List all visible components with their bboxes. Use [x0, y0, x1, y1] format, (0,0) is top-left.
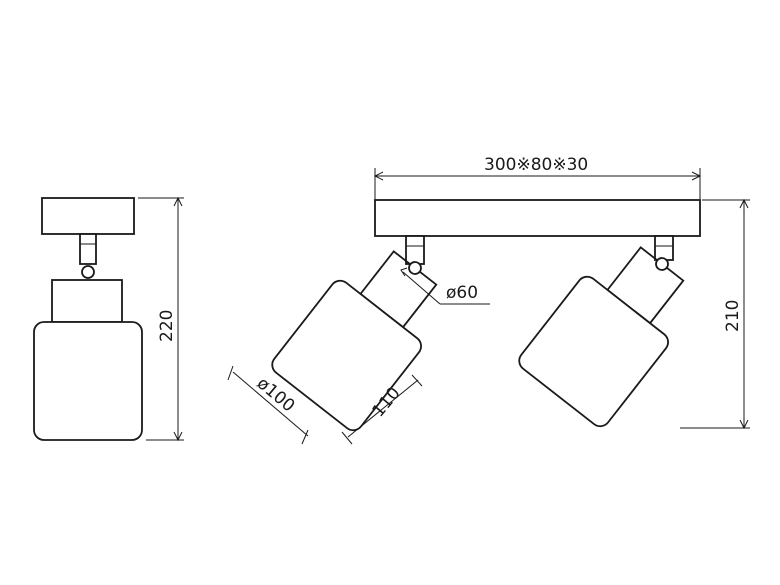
left-shade: [271, 279, 422, 432]
base-size-label: 300※80※30: [484, 155, 588, 175]
left-stem: [405, 235, 425, 265]
right-shade: [518, 275, 669, 428]
right-stem: [654, 235, 674, 261]
front-view: 300※80※30 ø60 ø100 110: [227, 155, 750, 445]
side-holder: [51, 279, 123, 323]
right-spotlight: [518, 246, 685, 428]
front-height-label: 210: [723, 300, 743, 332]
holder-diameter-label: ø60: [446, 283, 478, 303]
side-shade: [33, 321, 143, 441]
left-spotlight: [271, 250, 438, 432]
side-base-plate: [41, 197, 135, 235]
front-base-plate: [374, 199, 701, 237]
side-view: 220: [33, 196, 184, 442]
side-stem: [79, 233, 97, 265]
side-joint: [81, 265, 95, 279]
side-height-label: 220: [157, 310, 177, 342]
